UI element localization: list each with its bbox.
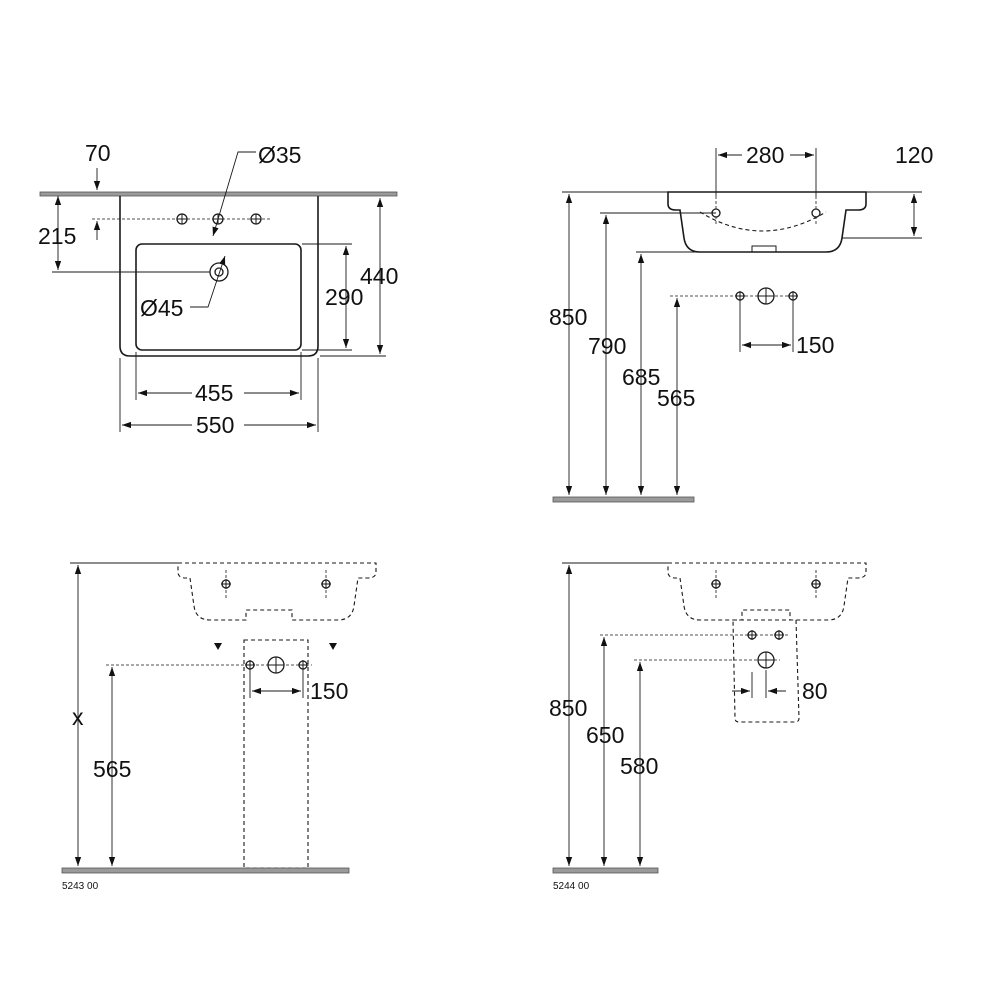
product-code-pedestal: 5243 00: [62, 881, 99, 892]
dim-550: 550: [196, 412, 234, 438]
basin-bowl: [135, 243, 302, 351]
dim-565-front: 565: [657, 385, 695, 411]
bowl-hidden-line: [699, 211, 827, 232]
dim-diameter-45: Ø45: [140, 295, 183, 321]
floor-line: [61, 867, 350, 874]
dim-565-pedestal: 565: [93, 756, 131, 782]
basin-profile: [667, 191, 867, 253]
dim-580: 580: [620, 753, 658, 779]
top-view: 70 Ø35 215 Ø45 290 440 455 550: [38, 140, 398, 438]
dim-440: 440: [360, 263, 398, 289]
dim-280: 280: [746, 142, 784, 168]
floor-line: [552, 867, 659, 874]
dim-685: 685: [622, 364, 660, 390]
dim-455: 455: [195, 380, 233, 406]
dim-150-pedestal: 150: [310, 678, 348, 704]
semi-pedestal-view: 850 650 580 80 5244 00: [549, 562, 867, 892]
down-arrow-left: [214, 643, 222, 650]
basin-hidden-outline: [667, 562, 867, 621]
dim-70: 70: [85, 140, 111, 166]
dim-290: 290: [325, 284, 363, 310]
dim-850: 850: [549, 304, 587, 330]
dim-80: 80: [802, 678, 828, 704]
dim-120: 120: [895, 142, 933, 168]
dim-diameter-35: Ø35: [258, 142, 301, 168]
dim-150-front: 150: [796, 332, 834, 358]
semi-pedestal-hidden-outline: [732, 619, 800, 723]
dim-215: 215: [38, 223, 76, 249]
tap-holes: [92, 213, 270, 225]
dim-850-semi: 850: [549, 695, 587, 721]
down-arrow-right: [329, 643, 337, 650]
dim-650: 650: [586, 722, 624, 748]
front-view: 280 120 850 790 685 565 150: [549, 142, 933, 503]
pedestal-view: x 565 150 5243 00: [61, 562, 377, 892]
pedestal-hidden-outline: [243, 639, 309, 869]
dim-x: x: [72, 704, 84, 730]
basin-hidden-outline: [177, 562, 377, 621]
product-code-semi-pedestal: 5244 00: [553, 881, 590, 892]
wall-line: [39, 191, 398, 197]
dim-790: 790: [588, 333, 626, 359]
floor-line: [552, 496, 695, 503]
